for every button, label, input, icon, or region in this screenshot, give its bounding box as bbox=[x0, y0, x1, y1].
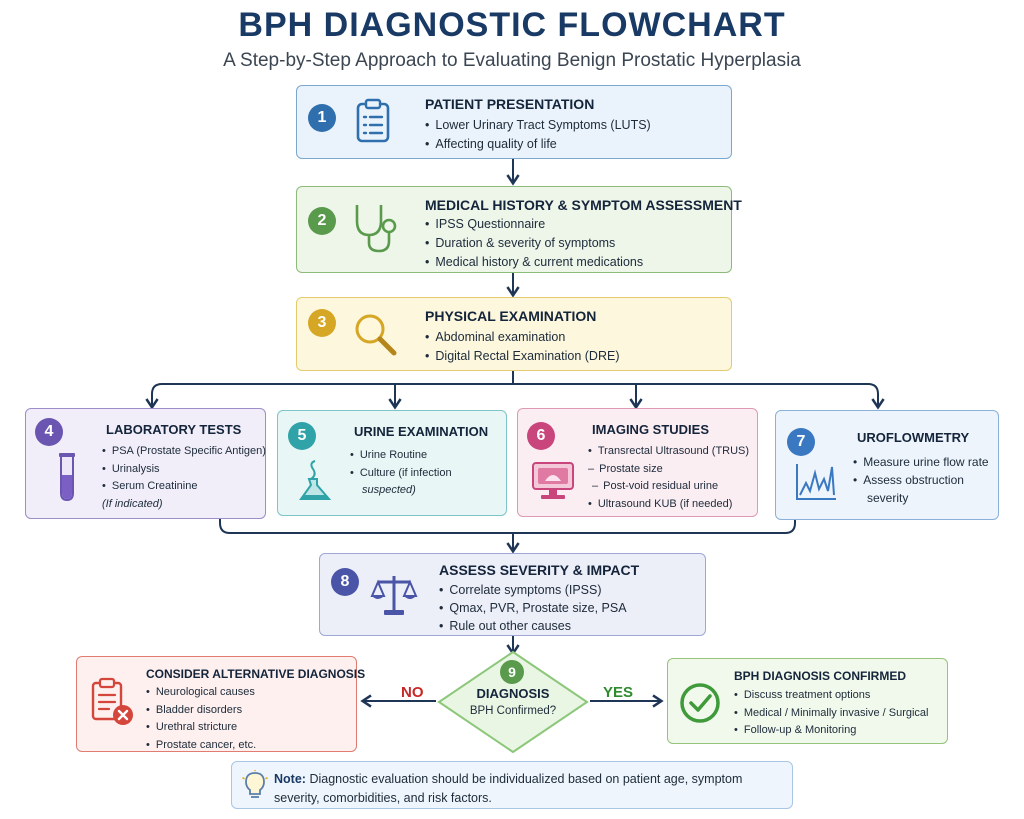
list-item: Affecting quality of life bbox=[425, 135, 651, 154]
page-title: BPH DIAGNOSTIC FLOWCHART bbox=[238, 6, 786, 44]
list-item: Medical history & current medications bbox=[425, 253, 643, 272]
step-6-title: IMAGING STUDIES bbox=[592, 422, 710, 437]
diagnosis-confirmed-box: BPH DIAGNOSIS CONFIRMED Discuss treatmen… bbox=[667, 658, 948, 744]
step-7-items: Measure urine flow rate Assess obstructi… bbox=[853, 453, 989, 507]
list-item: PSA (Prostate Specific Antigen) bbox=[102, 443, 266, 461]
list-item: Post-void residual urine bbox=[588, 478, 749, 496]
list-item: Correlate symptoms (IPSS) bbox=[439, 581, 627, 599]
flow-chart-icon bbox=[796, 464, 836, 500]
decision-title: DIAGNOSIS bbox=[476, 686, 550, 701]
alternative-diagnosis-title: CONSIDER ALTERNATIVE DIAGNOSIS bbox=[146, 667, 366, 681]
clipboard-icon bbox=[356, 98, 390, 143]
magnifier-icon bbox=[355, 314, 397, 356]
lightbulb-icon bbox=[242, 770, 268, 798]
scale-icon bbox=[370, 576, 418, 615]
step-4-box: 4 LABORATORY TESTS PSA (Prostate Specifi… bbox=[25, 408, 266, 519]
step-6-box: 6 IMAGING STUDIES Transrectal Ultrasound… bbox=[517, 408, 758, 517]
step-5-badge: 5 bbox=[288, 422, 316, 450]
merge-connector bbox=[219, 519, 796, 534]
no-label: NO bbox=[401, 684, 424, 701]
list-item: severity bbox=[867, 491, 909, 505]
step-4-title: LABORATORY TESTS bbox=[106, 422, 242, 437]
list-item: Transrectal Ultrasound (TRUS) bbox=[588, 443, 749, 461]
step-8-badge: 8 bbox=[331, 568, 359, 596]
list-item: Duration & severity of symptoms bbox=[425, 234, 643, 253]
diagnosis-confirmed-items: Discuss treatment options Medical / Mini… bbox=[734, 687, 929, 740]
list-item: Rule out other causes bbox=[439, 617, 627, 635]
list-item: Serum Creatinine bbox=[102, 478, 266, 496]
test-tube-icon bbox=[59, 453, 75, 502]
step-2-items: IPSS Questionnaire Duration & severity o… bbox=[425, 215, 643, 272]
note-body: Diagnostic evaluation should be individu… bbox=[274, 772, 743, 805]
step-7-badge: 7 bbox=[787, 428, 815, 456]
step-1-items: Lower Urinary Tract Symptoms (LUTS) Affe… bbox=[425, 116, 651, 154]
clipboard-cancel-icon bbox=[91, 677, 133, 725]
step-3-box: 3 PHYSICAL EXAMINATION Abdominal examina… bbox=[296, 297, 732, 371]
step-5-box: 5 URINE EXAMINATION Urine Routine Cultur… bbox=[277, 410, 507, 516]
step-3-badge: 3 bbox=[308, 309, 336, 337]
step-9-badge: 9 bbox=[500, 660, 524, 684]
list-item: Prostate size bbox=[588, 461, 749, 479]
step-2-badge: 2 bbox=[308, 207, 336, 235]
list-item: Measure urine flow rate bbox=[853, 453, 988, 471]
list-item: Neurological causes bbox=[146, 684, 256, 702]
list-item: Prostate cancer, etc. bbox=[146, 737, 256, 755]
stethoscope-icon bbox=[355, 205, 397, 253]
list-item: Urinalysis bbox=[102, 461, 266, 479]
list-item: Urethral stricture bbox=[146, 719, 256, 737]
step-2-box: 2 MEDICAL HISTORY & SYMPTOM ASSESSMENT I… bbox=[296, 186, 742, 273]
branch-connector bbox=[151, 383, 879, 406]
step-5-title: URINE EXAMINATION bbox=[354, 424, 489, 439]
list-item: Bladder disorders bbox=[146, 702, 256, 720]
alternative-diagnosis-box: CONSIDER ALTERNATIVE DIAGNOSIS Neurologi… bbox=[76, 656, 365, 754]
step-1-badge: 1 bbox=[308, 104, 336, 132]
check-circle-icon bbox=[680, 683, 720, 723]
step-8-box: 8 ASSESS SEVERITY & IMPACT Correlate sym… bbox=[319, 553, 706, 636]
yes-label: YES bbox=[603, 684, 634, 701]
decision-question: BPH Confirmed? bbox=[469, 705, 557, 717]
step-4-badge: 4 bbox=[35, 418, 63, 446]
list-item: Ultrasound KUB (if needed) bbox=[588, 496, 749, 514]
step-7-title: UROFLOWMETRY bbox=[857, 430, 970, 445]
list-item: Culture (if infection bbox=[350, 465, 452, 483]
list-item: suspected) bbox=[362, 484, 416, 496]
list-item: Digital Rectal Examination (DRE) bbox=[425, 347, 619, 366]
page-subtitle: A Step-by-Step Approach to Evaluating Be… bbox=[223, 50, 801, 71]
list-item: Abdominal examination bbox=[425, 328, 619, 347]
list-item: Assess obstruction bbox=[853, 471, 989, 489]
step-8-title: ASSESS SEVERITY & IMPACT bbox=[439, 562, 640, 578]
flask-icon bbox=[299, 460, 332, 500]
step-7-box: 7 UROFLOWMETRY Measure urine flow rate A… bbox=[775, 410, 999, 520]
list-item: Urine Routine bbox=[350, 447, 452, 465]
note-label: Note: bbox=[274, 772, 306, 786]
list-item: (If indicated) bbox=[102, 497, 163, 510]
step-3-items: Abdominal examination Digital Rectal Exa… bbox=[425, 328, 619, 366]
step-6-badge: 6 bbox=[527, 422, 555, 450]
ultrasound-monitor-icon bbox=[532, 462, 574, 499]
step-3-title: PHYSICAL EXAMINATION bbox=[425, 308, 597, 324]
step-1-title: PATIENT PRESENTATION bbox=[425, 96, 595, 112]
step-6-items: Transrectal Ultrasound (TRUS) Prostate s… bbox=[588, 443, 749, 513]
list-item: Medical / Minimally invasive / Surgical bbox=[734, 705, 929, 723]
decision-diamond bbox=[437, 650, 589, 754]
list-item: Follow-up & Monitoring bbox=[734, 722, 928, 740]
list-item: Lower Urinary Tract Symptoms (LUTS) bbox=[425, 116, 650, 135]
list-item: Discuss treatment options bbox=[734, 687, 928, 705]
step-5-items: Urine Routine Culture (if infection susp… bbox=[350, 447, 452, 500]
note-text: Note: Diagnostic evaluation should be in… bbox=[274, 770, 784, 808]
list-item: IPSS Questionnaire bbox=[425, 215, 643, 234]
step-1-box: 1 PATIENT PRESENTATION Lower Urinary Tra… bbox=[296, 85, 732, 159]
list-item: Qmax, PVR, Prostate size, PSA bbox=[439, 599, 626, 617]
alternative-diagnosis-items: Neurological causes Bladder disorders Ur… bbox=[146, 684, 256, 754]
diagnosis-confirmed-title: BPH DIAGNOSIS CONFIRMED bbox=[734, 669, 907, 683]
note-box: Note: Diagnostic evaluation should be in… bbox=[231, 761, 793, 809]
step-4-items: PSA (Prostate Specific Antigen) Urinalys… bbox=[102, 443, 266, 513]
step-8-items: Correlate symptoms (IPSS) Qmax, PVR, Pro… bbox=[439, 581, 627, 635]
step-2-title: MEDICAL HISTORY & SYMPTOM ASSESSMENT bbox=[425, 197, 742, 213]
